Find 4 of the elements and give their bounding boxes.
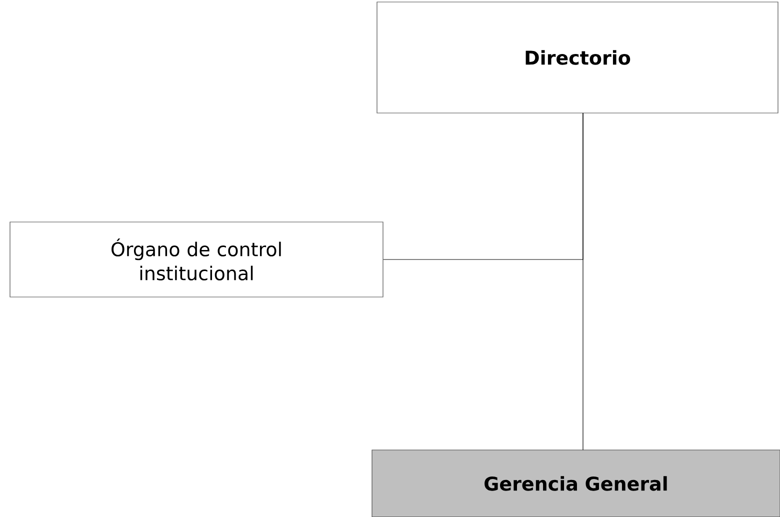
org-box: Gerencia General — [372, 450, 780, 517]
org-box: Directorio — [376, 2, 778, 114]
org-box: Órgano de control institucional — [10, 222, 384, 298]
connector-line — [383, 112, 584, 260]
